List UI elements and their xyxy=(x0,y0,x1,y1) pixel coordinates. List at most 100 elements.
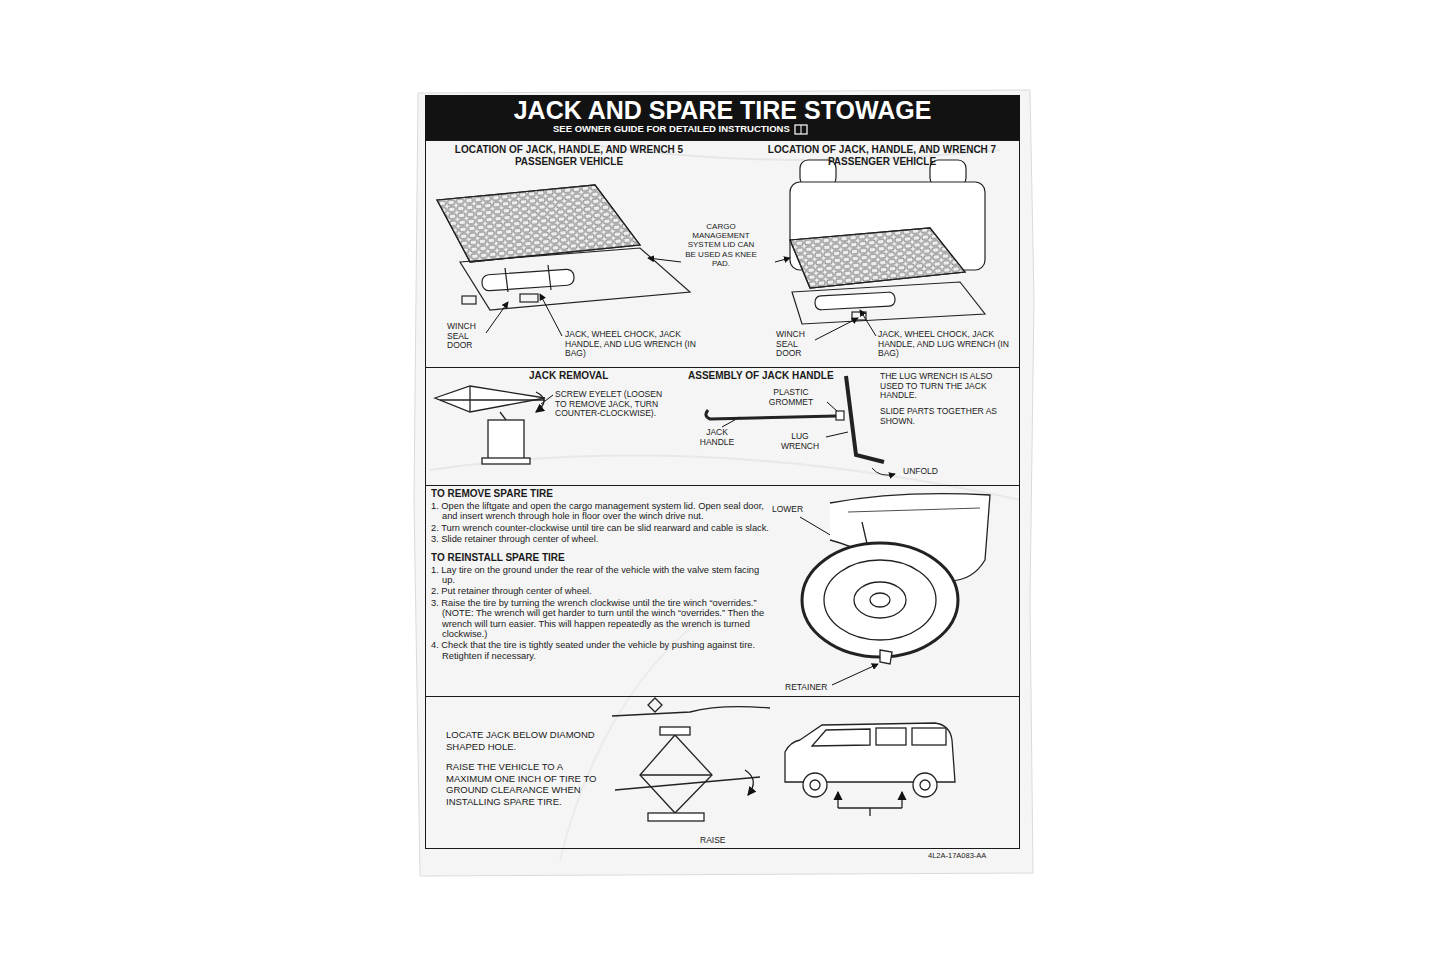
vehicle-drawing-part xyxy=(876,728,906,745)
vehicle-drawing-part xyxy=(812,729,870,746)
jack-handle-drawing-part xyxy=(836,411,844,420)
text-column: TO REMOVE SPARE TIRE1. Open the liftgate… xyxy=(431,488,769,661)
instruction-text: 3. Raise the tire by turning the wrench … xyxy=(431,598,769,640)
jack-under-vehicle-drawing-part xyxy=(640,735,712,813)
callout-label: JACK, WHEEL CHOCK, JACK HANDLE, AND LUG … xyxy=(878,330,1010,359)
spare-tire-drawing-part xyxy=(802,543,958,657)
leader-lines-part xyxy=(826,432,848,437)
subtitle: SEE OWNER GUIDE FOR DETAILED INSTRUCTION… xyxy=(553,124,790,135)
callout-label: WINCH SEAL DOOR xyxy=(776,330,816,359)
jack-handle-drawing-part xyxy=(846,376,884,462)
book-icon-part xyxy=(795,125,807,134)
vehicle-drawing-part xyxy=(901,792,902,808)
instruction-text: 1. Lay tire on the ground under the rear… xyxy=(431,565,769,586)
five-passenger-cargo xyxy=(437,185,690,310)
leader-lines-part xyxy=(815,318,858,340)
vehicle-drawing-part xyxy=(913,773,937,797)
callout-label: UNFOLD xyxy=(903,467,938,477)
vehicle-drawing-part xyxy=(869,808,870,816)
seven-passenger-cargo-part xyxy=(815,292,896,310)
vehicle-drawing xyxy=(785,723,955,816)
five-passenger-cargo-part xyxy=(520,294,538,302)
panel-heading: JACK REMOVAL xyxy=(529,370,608,382)
spare-tire-drawing xyxy=(802,494,990,664)
spare-tire-drawing-part xyxy=(854,582,906,618)
five-passenger-cargo-part xyxy=(462,296,476,304)
callout-label: JACK HANDLE xyxy=(690,428,744,447)
header-fill xyxy=(425,95,1020,140)
spare-tire-drawing-part xyxy=(870,593,890,607)
callout-label: RAISE xyxy=(700,836,726,846)
jack-under-vehicle-drawing xyxy=(612,698,770,821)
leader-lines-part xyxy=(860,310,876,336)
jack-removal-drawing-part xyxy=(435,386,545,412)
instruction-text: 3. Slide retainer through center of whee… xyxy=(431,534,769,544)
instruction-text: 1. Open the liftgate and open the cargo … xyxy=(431,501,769,522)
callout-label: RETAINER xyxy=(785,683,827,693)
header-band: JACK AND SPARE TIRE STOWAGESEE OWNER GUI… xyxy=(425,95,1020,141)
instruction-text: 2. Put retainer through center of wheel. xyxy=(431,586,769,596)
jack-under-vehicle-drawing-part xyxy=(612,707,770,716)
jack-removal-drawing-part xyxy=(536,392,544,412)
panel-heading: LOCATION OF JACK, HANDLE, AND WRENCH 7 P… xyxy=(748,144,1016,167)
instruction-text: RAISE THE VEHICLE TO A MAXIMUM ONE INCH … xyxy=(446,761,606,807)
part-number: 4L2A-17A083-AA xyxy=(928,852,986,861)
seven-passenger-cargo-part xyxy=(790,228,965,288)
spare-tire-drawing-part xyxy=(824,560,936,640)
jack-handle-drawing-part xyxy=(872,468,895,475)
seven-passenger-cargo-part xyxy=(792,282,985,324)
jack-removal-drawing-part xyxy=(500,412,506,420)
five-passenger-cargo-part xyxy=(548,265,551,290)
vehicle-drawing-part xyxy=(810,780,820,790)
jack-under-vehicle-drawing-part xyxy=(660,727,690,735)
spare-tire-drawing-part xyxy=(880,650,892,664)
seven-passenger-cargo xyxy=(790,160,985,324)
leader-lines-part xyxy=(775,258,790,262)
callout-label: THE LUG WRENCH IS ALSO USED TO TURN THE … xyxy=(880,372,998,401)
callout-label: PLASTIC GROMMET xyxy=(755,388,827,407)
spare-tire-drawing-part xyxy=(848,508,980,512)
instruction-panel: TO REMOVE SPARE TIRE1. Open the liftgate… xyxy=(425,485,1020,697)
panel-heading: ASSEMBLY OF JACK HANDLE xyxy=(688,370,834,382)
vehicle-drawing-part xyxy=(920,780,930,790)
jack-under-vehicle-drawing-part xyxy=(648,813,704,821)
instruction-text: 4. Check that the tire is tightly seated… xyxy=(431,640,769,661)
jack-removal-drawing-part xyxy=(488,420,524,460)
leader-lines-part xyxy=(648,258,681,262)
vehicle-drawing-part xyxy=(803,773,827,797)
callout-label: SLIDE PARTS TOGETHER AS SHOWN. xyxy=(880,407,998,426)
book-icon-part xyxy=(801,125,802,134)
jack-under-vehicle-drawing-part xyxy=(648,698,662,712)
jack-handle-drawing-part xyxy=(706,410,836,419)
book-icon xyxy=(795,125,807,134)
callout-label: LOWER xyxy=(772,505,803,515)
jack-removal-drawing-part xyxy=(440,399,545,400)
jack-under-vehicle-drawing-part xyxy=(615,777,760,790)
jack-removal-drawing xyxy=(435,386,545,464)
text-column: LOCATE JACK BELOW DIAMOND SHAPED HOLE. RA… xyxy=(446,729,606,807)
label-sheet-part xyxy=(414,90,1034,876)
callout-label: WINCH SEAL DOOR xyxy=(447,322,487,351)
instruction-text: LOCATE JACK BELOW DIAMOND SHAPED HOLE. xyxy=(446,729,606,752)
jack-handle-drawing xyxy=(706,376,895,475)
five-passenger-cargo-part xyxy=(460,248,690,310)
vehicle-drawing-part xyxy=(785,723,955,782)
instruction-text: 2. Turn wrench counter-clockwise until t… xyxy=(431,523,769,533)
callout-label: SCREW EYELET (LOOSEN TO REMOVE JACK, TUR… xyxy=(555,390,671,419)
label-sheet xyxy=(414,90,1034,876)
leader-lines-part xyxy=(540,294,562,336)
callout-label: CARGO MANAGEMENT SYSTEM LID CAN BE USED … xyxy=(683,222,759,268)
jack-under-vehicle-drawing-part xyxy=(745,770,753,795)
leader-lines-part xyxy=(486,302,508,333)
panel-heading: LOCATION OF JACK, HANDLE, AND WRENCH 5 P… xyxy=(438,144,700,167)
callout-label: LUG WRENCH xyxy=(773,432,827,451)
five-passenger-cargo-part xyxy=(482,269,575,291)
section-heading: TO REINSTALL SPARE TIRE xyxy=(431,552,769,564)
seven-passenger-cargo-part xyxy=(790,228,965,288)
vehicle-drawing-part xyxy=(837,792,838,808)
jack-removal-drawing-part xyxy=(482,458,530,464)
jack-under-vehicle-drawing-part xyxy=(640,774,712,775)
section-heading: TO REMOVE SPARE TIRE xyxy=(431,488,769,500)
